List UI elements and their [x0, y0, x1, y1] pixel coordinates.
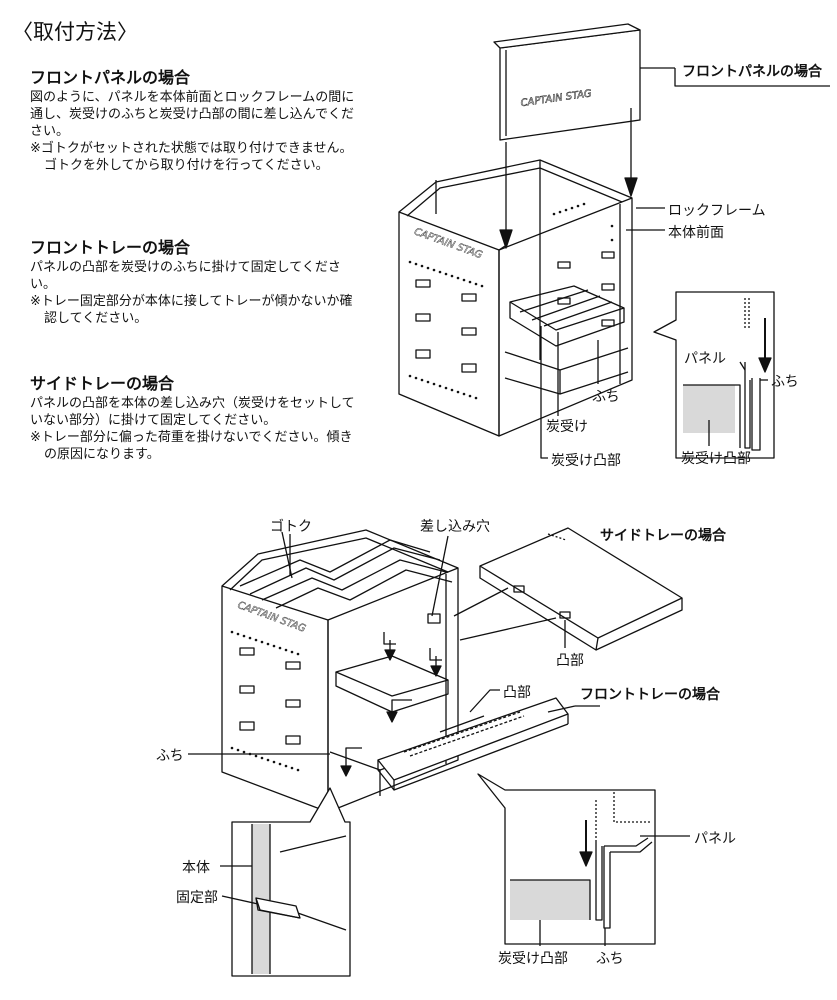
label-sumiuke-totsubu: 炭受け凸部 — [551, 453, 621, 469]
callout-side-tray: サイドトレーの場合 — [600, 528, 726, 544]
callout-front-tray: フロントトレーの場合 — [580, 687, 720, 703]
guide-line — [439, 715, 485, 733]
label-front: 本体前面 — [668, 225, 724, 241]
detail-label-fixing: 固定部 — [176, 890, 218, 906]
detail-label-body: 本体 — [182, 860, 210, 876]
section-body: パネルの凸部を炭受けのふちに掛けて固定してください。 — [30, 260, 341, 292]
front-tray — [377, 697, 569, 791]
leader-gotoku — [281, 531, 293, 579]
detail-box-bottom-left — [220, 787, 351, 977]
section-body: 図のように、パネルを本体前面とロックフレームの間に通し、炭受けのふちと炭受け凸部… — [30, 90, 355, 139]
leader-sashikomi — [431, 535, 449, 617]
section-front-tray: フロントトレーの場合 パネルの凸部を炭受けのふちに掛けて固定してください。 ※ト… — [30, 238, 360, 327]
section-note: ※トレー固定部分が本体に接してトレーが傾かないか確認してください。 — [30, 294, 353, 326]
detail-box-top — [653, 291, 775, 459]
side-tray — [479, 527, 683, 651]
label-fuchi-bottom: ふち — [156, 748, 184, 764]
callout-front-panel: フロントパネルの場合 — [682, 64, 822, 80]
vent-holes — [408, 202, 614, 400]
section-note: ※ゴトクがセットされた状態では取り付けできません。ゴトクを外してから取り付けを行… — [30, 141, 353, 173]
label-sashikomi: 差し込み穴 — [420, 519, 490, 535]
detail-label-totsubu-bottom: 炭受け凸部 — [498, 951, 568, 967]
section-heading: サイドトレーの場合 — [30, 374, 175, 393]
guide-line — [459, 617, 557, 641]
label-lock-frame: ロックフレーム — [668, 203, 766, 219]
section-front-panel: フロントパネルの場合 図のように、パネルを本体前面とロックフレームの間に通し、炭… — [30, 68, 360, 174]
detail-label-fuchi-bottom: ふち — [596, 951, 624, 967]
leader-totsubu-front — [469, 689, 500, 713]
callout-line — [674, 68, 830, 87]
front-panel-drawing: CAPTAIN STAG — [493, 23, 641, 141]
page-title: 〈取付方法〉 — [12, 20, 138, 44]
grill-box-top — [398, 159, 633, 437]
down-arrow-left — [499, 142, 513, 249]
section-side-tray: サイドトレーの場合 パネルの凸部を本体の差し込み穴（炭受けをセットしていない部分… — [30, 374, 360, 463]
grill-box-bottom — [221, 529, 459, 813]
section-body: パネルの凸部を本体の差し込み穴（炭受けをセットしていない部分）に掛けて固定してく… — [30, 396, 355, 428]
detail-label-panel-bottom: パネル — [694, 831, 736, 847]
slot-arrows — [340, 640, 442, 777]
vent-holes — [230, 630, 300, 772]
callout-line — [547, 705, 576, 713]
detail-label-panel: パネル — [684, 351, 726, 367]
section-heading: フロントトレーの場合 — [30, 238, 191, 257]
section-note: ※トレー部分に偏った荷重を掛けないでください。傾きの原因になります。 — [30, 430, 353, 462]
label-fuchi-top: ふち — [592, 389, 620, 405]
label-gotoku: ゴトク — [270, 519, 312, 535]
detail-label-fuchi: ふち — [771, 374, 799, 390]
detail-label-totsubu: 炭受け凸部 — [681, 451, 751, 467]
down-arrow-right — [624, 108, 638, 197]
guide-line — [453, 587, 509, 617]
label-totsubu-side: 凸部 — [556, 653, 584, 669]
leader-totsubu — [540, 326, 548, 459]
detail-box-bottom-right — [477, 773, 690, 946]
label-totsubu-front: 凸部 — [503, 685, 531, 701]
label-sumiuke: 炭受け — [546, 419, 588, 435]
section-heading: フロントパネルの場合 — [30, 68, 191, 87]
